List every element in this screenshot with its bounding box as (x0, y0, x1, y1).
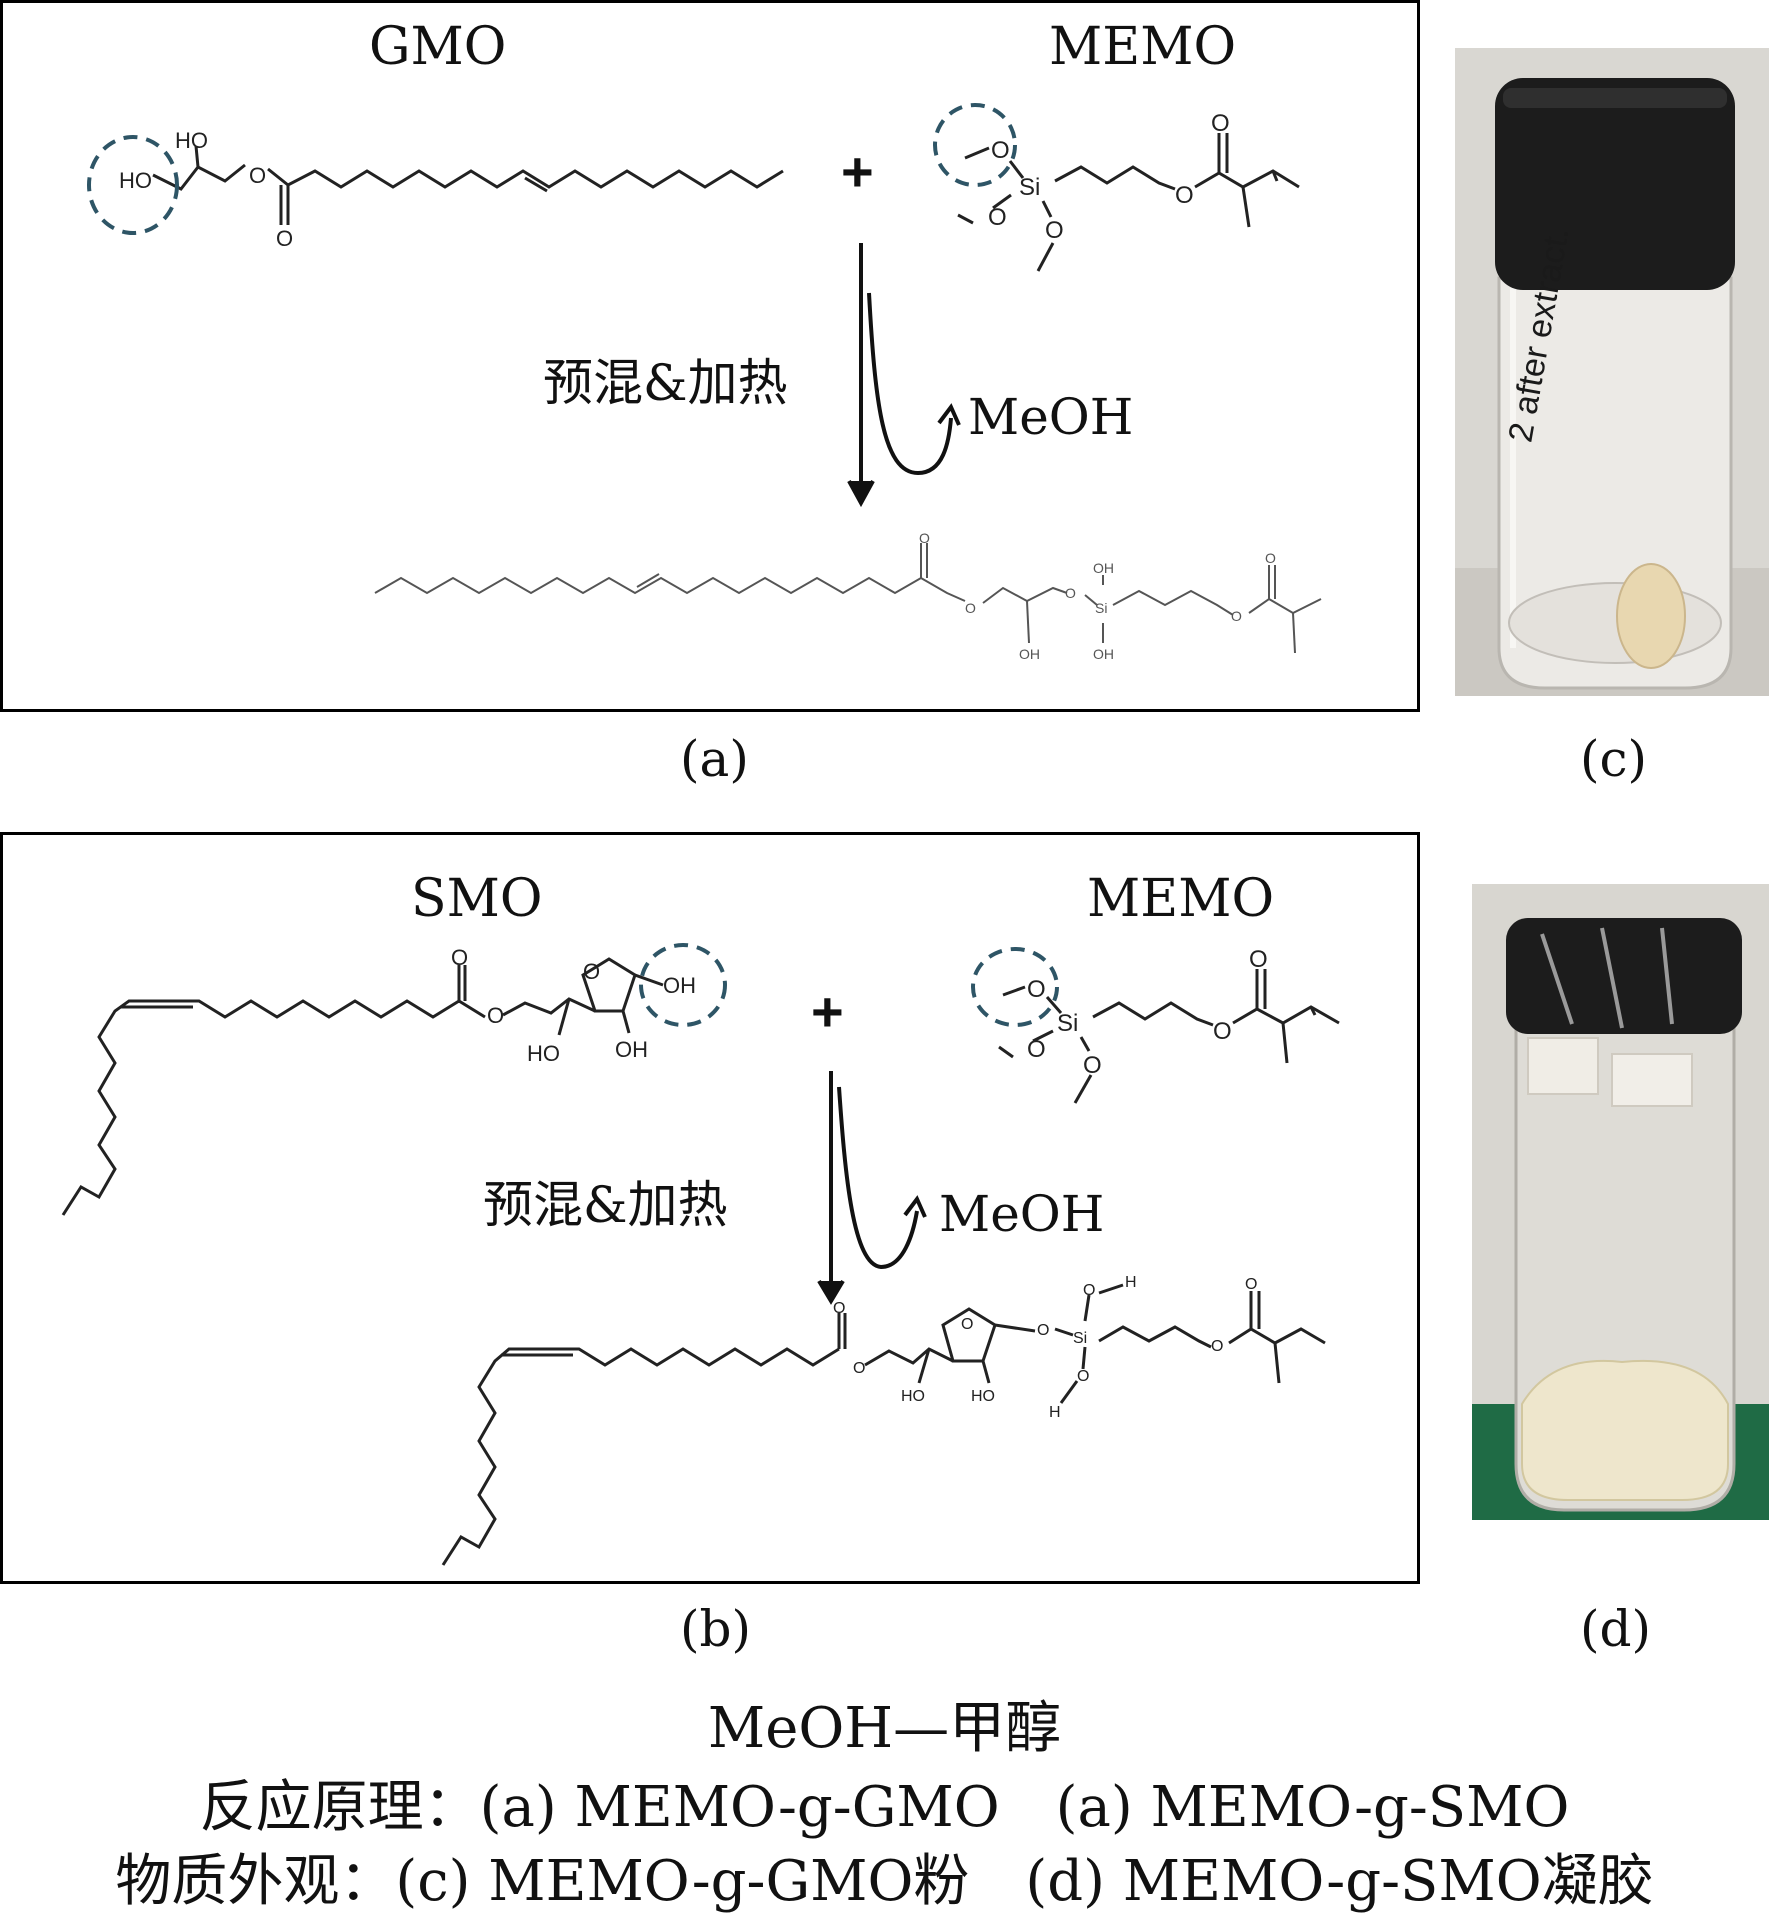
gmo-oh1: HO (119, 168, 152, 193)
smo-oh2: OH (615, 1037, 648, 1062)
product-structure-a (374, 543, 1322, 654)
product-b-o-h1: O (1083, 1282, 1095, 1299)
byproduct-methanol-a: MeOH (968, 388, 1134, 446)
memo-o3-a: O (1045, 217, 1064, 244)
memo-o2-a: O (988, 204, 1007, 231)
caption-line-1: MeOH—甲醇 (707, 1696, 1062, 1761)
product-a-o-e2: O (1231, 608, 1242, 624)
product-b-h2: H (1049, 1404, 1061, 1421)
smo-o-e: O (487, 1003, 504, 1028)
memo-si-a: Si (1019, 174, 1040, 201)
memo-o1-b: O (1027, 976, 1046, 1003)
reaction-panel-b: SMO MEMO O O O OH HO OH + (0, 832, 1420, 1584)
gel-sample-d (1521, 1359, 1729, 1501)
gmo-o-carbonyl: O (276, 226, 293, 251)
memo-title-b: MEMO (1087, 869, 1275, 929)
product-b-o-c2: O (1245, 1276, 1257, 1293)
reaction-arrow-a (847, 243, 961, 508)
caption-line-2: 反应原理：(a) MEMO-g-GMO (a) MEMO-g-SMO (199, 1775, 1570, 1840)
memo-o-ester-b: O (1213, 1018, 1232, 1045)
powder-sample-c (1616, 563, 1686, 669)
highlight-circle-memo-b (971, 947, 1059, 1027)
product-b-ho2: HO (971, 1388, 995, 1405)
smo-title: SMO (411, 869, 543, 929)
gmo-o-ester: O (249, 163, 266, 188)
smo-ho1: HO (527, 1041, 560, 1066)
product-a-o-e: O (965, 600, 976, 616)
condition-text-a: 预混&加热 (543, 354, 788, 412)
product-a-oh-a: OH (1093, 560, 1114, 576)
smo-o-c: O (451, 945, 468, 970)
product-b-ho1: HO (901, 1388, 925, 1405)
product-b-o-h2: O (1077, 1368, 1089, 1385)
product-b-o-e2: O (1211, 1338, 1223, 1355)
product-a-o-c2: O (1265, 550, 1276, 566)
highlight-circle-gmo (87, 135, 179, 235)
panel-label-b: (b) (680, 1600, 752, 1658)
memo-title-a: MEMO (1049, 17, 1237, 77)
memo-o-ester-a: O (1175, 182, 1194, 209)
product-a-o-link: O (1065, 585, 1076, 601)
product-b-o-ring: O (961, 1316, 973, 1333)
panel-label-a: (a) (680, 730, 749, 788)
highlight-circle-memo-a (933, 103, 1017, 187)
memo-o1-a: O (991, 137, 1010, 164)
gmo-title: GMO (369, 17, 507, 77)
photo-vial-powder-c: 2 after extract. (1455, 48, 1769, 696)
memo-o-carbonyl-b: O (1249, 946, 1268, 973)
product-b-o-link: O (1037, 1322, 1049, 1339)
memo-o-carbonyl-a: O (1211, 110, 1230, 137)
product-a-si: Si (1095, 600, 1107, 616)
product-a-oh-b: OH (1019, 646, 1040, 662)
product-structure-b (441, 1283, 1326, 1566)
gmo-structure (152, 145, 784, 225)
vial-cap-c (1495, 78, 1735, 290)
reaction-scheme-a: HO HO O O + O Si O O O (87, 103, 1322, 662)
byproduct-methanol-b: MeOH (939, 1185, 1105, 1243)
plus-sign-a: + (841, 140, 874, 203)
smo-o-ring: O (583, 959, 600, 984)
highlight-circle-smo (639, 943, 727, 1027)
reaction-arrow-b (817, 1071, 927, 1305)
memo-o3-b: O (1083, 1052, 1102, 1079)
reaction-scheme-b: O O O OH HO OH + O Si O (61, 943, 1340, 1566)
panel-label-c: (c) (1580, 730, 1648, 788)
memo-structure-b (998, 969, 1340, 1104)
panel-label-d: (d) (1580, 1600, 1652, 1658)
product-b-o-e: O (853, 1360, 865, 1377)
product-b-si: Si (1073, 1330, 1087, 1347)
condition-text-b: 预混&加热 (483, 1176, 728, 1234)
plus-sign-b: + (811, 980, 844, 1043)
smo-structure (61, 957, 664, 1216)
memo-structure-a (957, 133, 1300, 272)
caption-line-3: 物质外观：(c) MEMO-g-GMO粉 (d) MEMO-g-SMO凝胶 (115, 1849, 1654, 1914)
product-b-o-c: O (833, 1300, 845, 1317)
gmo-oh2: HO (175, 128, 208, 153)
smo-oh-ring: OH (663, 973, 696, 998)
product-a-oh-c: OH (1093, 646, 1114, 662)
reaction-panel-a: GMO MEMO HO HO O O + (0, 0, 1420, 712)
photo-vial-gel-d (1472, 884, 1769, 1520)
memo-si-b: Si (1057, 1010, 1078, 1037)
product-b-h1: H (1125, 1274, 1137, 1291)
memo-o2-b: O (1027, 1036, 1046, 1063)
product-a-o-c: O (919, 530, 930, 546)
